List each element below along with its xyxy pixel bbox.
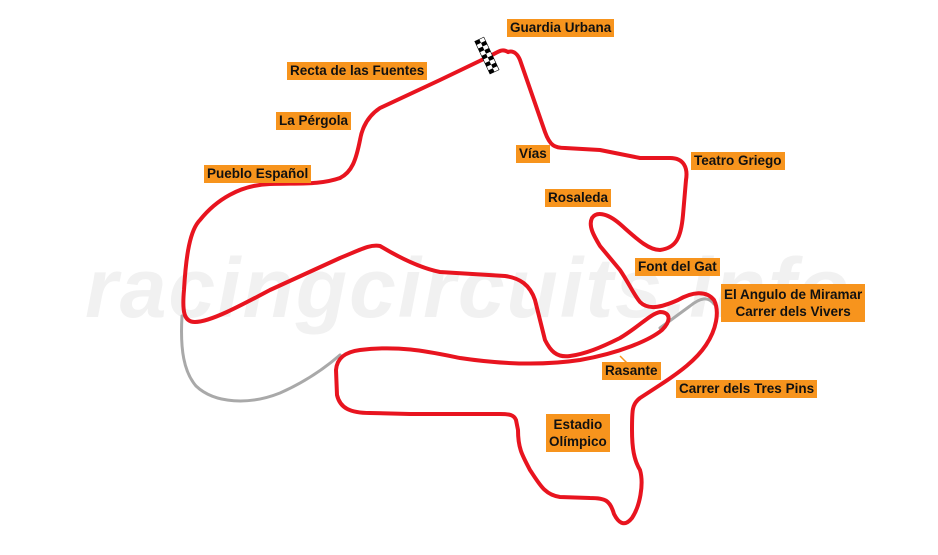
label-recta-de-las-fuentes: Recta de las Fuentes xyxy=(287,62,428,80)
track-unused-section-miramar xyxy=(658,297,716,330)
label-vias: Vías xyxy=(516,145,550,163)
track-guardia-vias xyxy=(181,49,719,526)
checkered-flag-icon xyxy=(474,36,500,75)
label-carrer-vivers: Carrer dels Vivers xyxy=(735,304,851,319)
label-estadio-olimpico: Estadio Olímpico xyxy=(546,414,610,452)
label-estadio-line1: Estadio xyxy=(553,417,603,432)
track-unused-section-west xyxy=(180,314,342,403)
label-carrer-tres-pins: Carrer dels Tres Pins xyxy=(676,380,818,398)
label-font-del-gat: Font del Gat xyxy=(635,258,720,276)
label-pueblo-espanol: Pueblo Español xyxy=(204,165,312,183)
label-estadio-line2: Olímpico xyxy=(549,434,607,449)
label-guardia-urbana: Guardia Urbana xyxy=(507,19,615,37)
label-angulo-miramar-vivers: El Angulo de Miramar Carrer dels Vivers xyxy=(721,284,866,322)
label-rasante: Rasante xyxy=(602,362,661,380)
label-rosaleda: Rosaleda xyxy=(545,189,612,207)
label-teatro-griego: Teatro Griego xyxy=(691,152,785,170)
label-angulo-miramar: El Angulo de Miramar xyxy=(724,287,863,302)
label-la-pergola: La Pérgola xyxy=(276,112,352,130)
track-recta-fuentes xyxy=(338,48,510,180)
